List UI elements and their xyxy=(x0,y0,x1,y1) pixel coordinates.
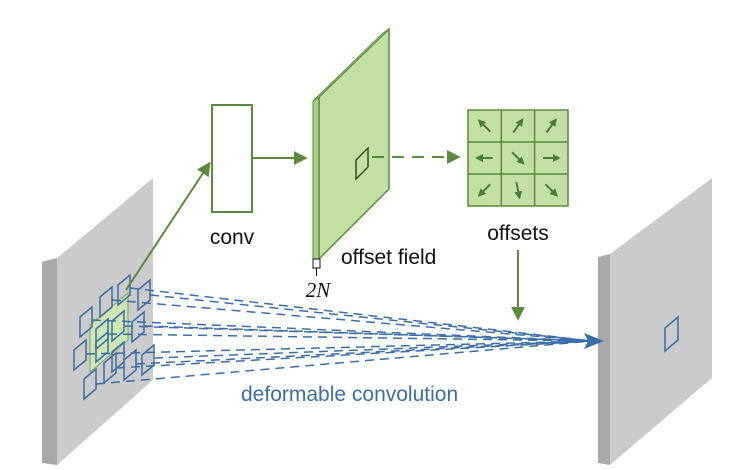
sampling-location-square xyxy=(99,285,113,319)
sampling-location-square xyxy=(111,340,125,374)
sampling-lines xyxy=(85,287,593,385)
sampling-location-square xyxy=(79,305,93,339)
offset-arrow-down-right xyxy=(544,183,558,197)
offsets-grid xyxy=(467,109,569,207)
sampling-line xyxy=(111,299,593,342)
sampling-line xyxy=(153,340,593,359)
sampling-line xyxy=(95,340,593,385)
offsets-label: offsets xyxy=(487,222,548,245)
sampling-location-square xyxy=(141,343,155,377)
conv-label: conv xyxy=(210,226,255,249)
offset-arrow-down-left xyxy=(477,183,491,197)
offset-field-location-square xyxy=(355,146,369,181)
deformable-convolution-label: deformable convolution xyxy=(241,383,458,406)
sampling-line xyxy=(91,319,593,342)
offset-arrow-up-left xyxy=(477,119,491,133)
offset-arrow-up-right xyxy=(512,118,524,134)
input-map-side xyxy=(42,258,57,465)
conv-box xyxy=(211,104,253,213)
output-map-side xyxy=(598,254,610,465)
offset-arrows xyxy=(475,118,561,200)
sampling-line xyxy=(115,340,593,369)
sampling-line xyxy=(85,340,593,355)
offset-field-side xyxy=(312,96,320,260)
sampling-line xyxy=(107,333,593,342)
regular-grid-region xyxy=(89,291,129,374)
convergence-arrowhead xyxy=(584,333,604,349)
offset-arrow-down xyxy=(514,181,523,200)
sampling-location-square xyxy=(83,367,97,401)
sampling-line xyxy=(123,325,593,342)
two-n-bracket xyxy=(312,258,321,269)
sampling-location-square xyxy=(73,338,87,372)
offset-field-top-edge xyxy=(312,28,390,102)
sampling-location-square xyxy=(137,278,151,312)
sampling-region xyxy=(73,273,155,401)
offset-field-label: offset field xyxy=(341,246,436,269)
output-location-square xyxy=(664,315,679,353)
offset-field xyxy=(312,27,390,276)
output-feature-map xyxy=(598,178,712,465)
offsets-grid-lines xyxy=(468,110,568,206)
sampling-line xyxy=(129,287,593,342)
two-n-label: 2N xyxy=(306,278,332,302)
input-to-conv-arrow xyxy=(125,161,211,291)
offset-arrow-up-right xyxy=(545,118,557,134)
input-feature-map xyxy=(42,178,155,465)
sampling-location-squares xyxy=(73,273,155,401)
sampling-location-square xyxy=(95,330,109,364)
sampling-location-square xyxy=(131,310,145,344)
offset-arrow-down-right xyxy=(511,151,525,165)
output-map-face xyxy=(610,178,712,465)
sampling-line xyxy=(135,340,593,365)
sampling-location-square xyxy=(117,273,131,307)
